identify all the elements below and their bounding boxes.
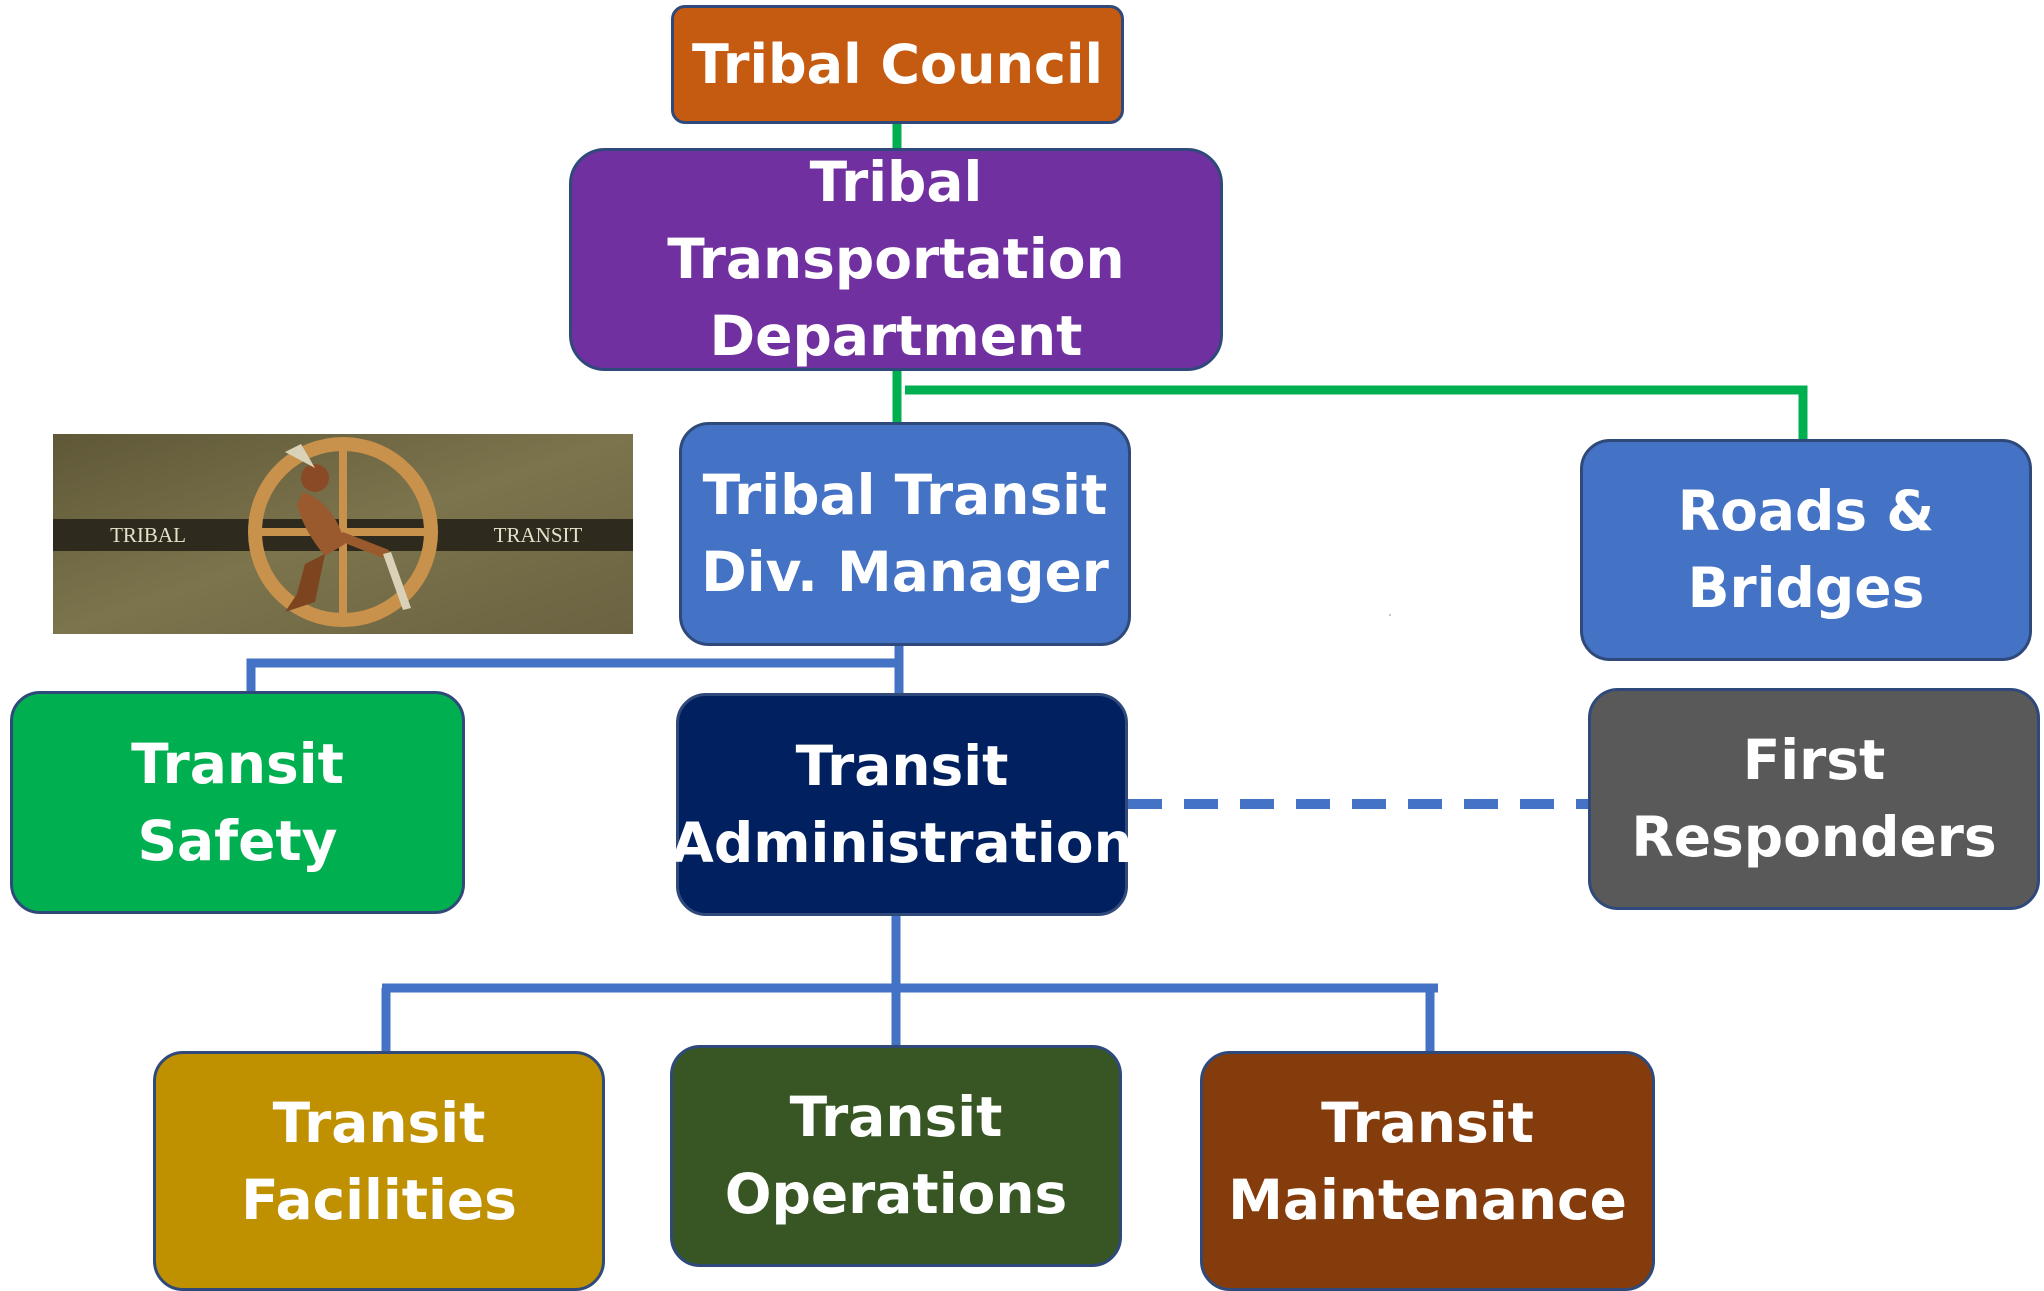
- connector-ttd-to-roads: [905, 385, 1808, 439]
- node-label-line: Transit: [795, 733, 1009, 798]
- node-label: Tribal Council: [692, 26, 1103, 103]
- node-label-line: Maintenance: [1228, 1168, 1627, 1232]
- node-label-line: Tribal Transportation: [667, 150, 1125, 291]
- node-label: Transit Maintenance: [1228, 1085, 1627, 1239]
- node-label-line: Bridges: [1687, 556, 1925, 620]
- node-first-responders: First Responders: [1588, 688, 2040, 910]
- node-label: Tribal Transit Div. Manager: [701, 457, 1109, 611]
- node-label-line: Div. Manager: [701, 540, 1109, 604]
- node-tribal-transit-div-manager: Tribal Transit Div. Manager: [679, 422, 1131, 646]
- node-label: Tribal Transportation Department: [582, 144, 1210, 375]
- figure-icon: [285, 444, 411, 612]
- node-tribal-transportation-department: Tribal Transportation Department: [569, 148, 1223, 371]
- node-label-line: Transit: [789, 1085, 1003, 1149]
- node-label: Transit Facilities: [241, 1085, 517, 1239]
- node-label-line: Roads &: [1677, 479, 1935, 543]
- node-label-line: Facilities: [241, 1168, 517, 1232]
- connector-manager-to-safety: [246, 646, 904, 691]
- node-label-line: Transit: [272, 1091, 486, 1155]
- node-label: Transit Administration: [671, 728, 1132, 882]
- node-label: First Responders: [1631, 722, 1996, 876]
- node-tribal-council: Tribal Council: [671, 5, 1124, 124]
- node-label-line: Tribal Transit: [702, 463, 1108, 527]
- node-transit-administration: Transit Administration: [671, 693, 1133, 916]
- node-label-line: Transit: [1321, 1091, 1534, 1155]
- node-label-line: Responders: [1631, 805, 1997, 869]
- connector-admin-to-children: [381, 916, 1438, 1051]
- node-label-line: Department: [709, 304, 1083, 368]
- tribal-transit-logo: TRIBAL TRANSIT: [53, 434, 633, 634]
- node-label-line: First: [1742, 728, 1886, 792]
- node-label: Transit Operations: [725, 1079, 1068, 1233]
- node-label: Roads & Bridges: [1678, 473, 1934, 627]
- logo-right-text: TRANSIT: [494, 523, 583, 547]
- node-label-line: Administration: [671, 810, 1133, 875]
- node-transit-facilities: Transit Facilities: [153, 1051, 605, 1291]
- node-label-line: Operations: [724, 1162, 1068, 1226]
- node-transit-safety: Transit Safety: [10, 691, 465, 914]
- stray-dot: [1389, 614, 1391, 616]
- node-roads-and-bridges: Roads & Bridges: [1580, 439, 2032, 661]
- logo-left-text: TRIBAL: [110, 523, 186, 547]
- node-label: Transit Safety: [23, 726, 452, 880]
- node-label-line: Transit Safety: [131, 731, 344, 873]
- node-label-line: Tribal Council: [691, 33, 1104, 96]
- node-transit-maintenance: Transit Maintenance: [1200, 1051, 1655, 1291]
- node-transit-operations: Transit Operations: [670, 1045, 1122, 1267]
